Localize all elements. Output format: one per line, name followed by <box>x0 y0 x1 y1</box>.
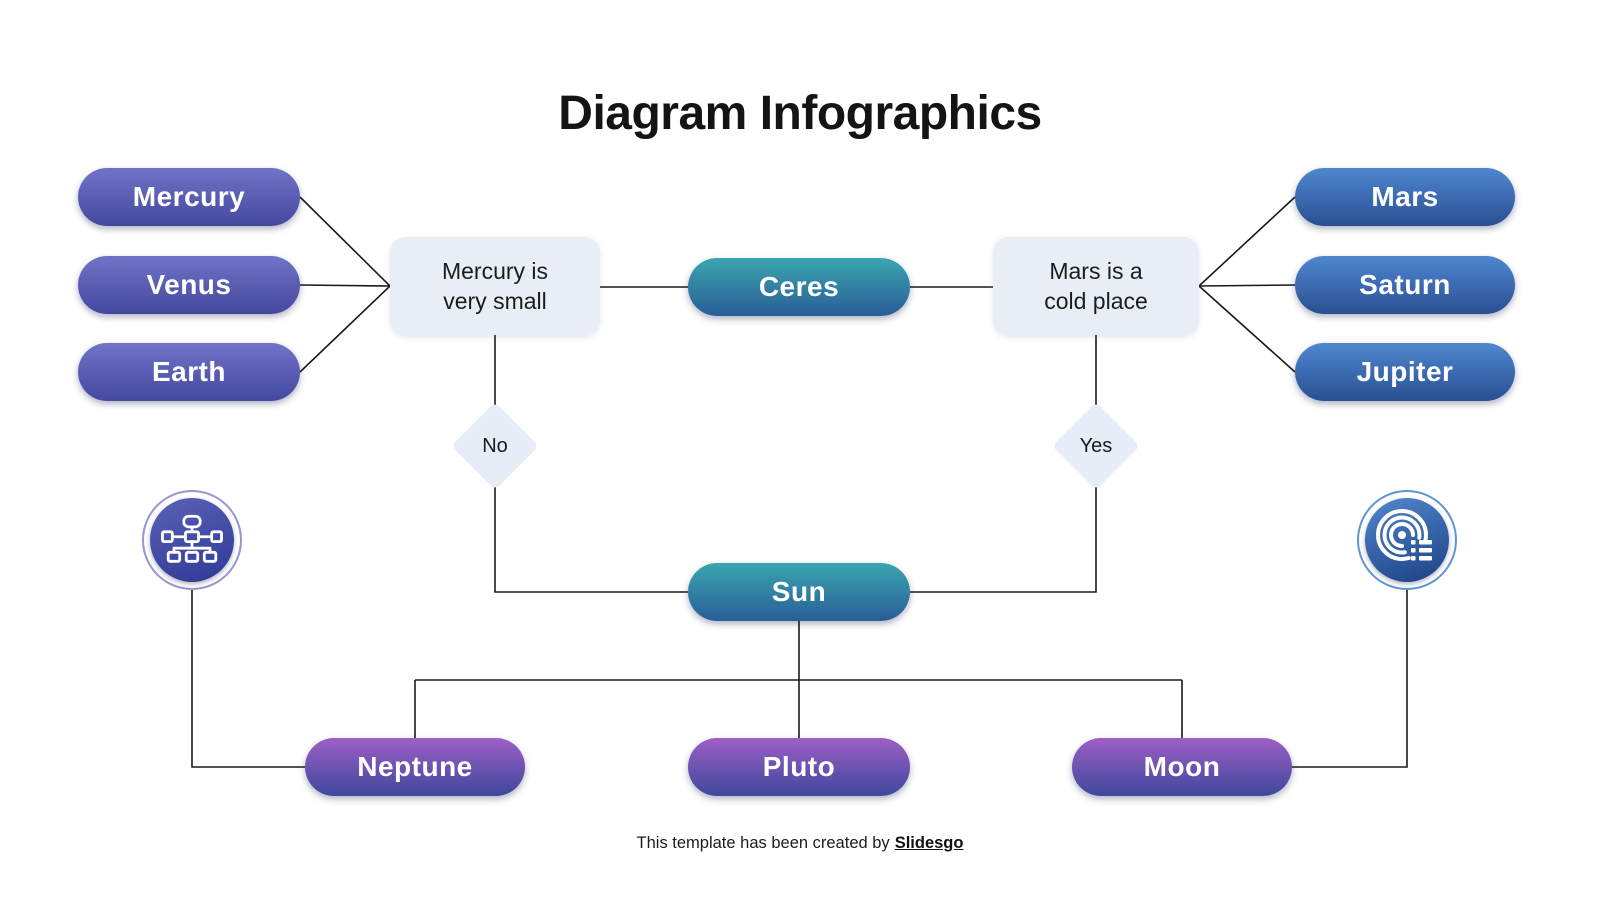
pill-jupiter-label: Jupiter <box>1356 356 1454 387</box>
pill-saturn: Saturn <box>1295 256 1515 314</box>
pill-pluto-label: Pluto <box>762 751 836 782</box>
pill-moon: Moon <box>1072 738 1292 796</box>
pill-sun-label: Sun <box>771 576 827 607</box>
pill-mercury-label: Mercury <box>132 181 246 212</box>
diamond-no: No <box>451 402 539 490</box>
decision-box-mars: Mars is a cold place <box>993 237 1199 335</box>
pill-ceres-label: Ceres <box>758 271 840 302</box>
pill-venus-label: Venus <box>146 269 232 300</box>
decision-box-mercury-text: Mercury is very small <box>441 257 549 314</box>
pill-earth-label: Earth <box>151 356 227 387</box>
pill-earth: Earth <box>78 343 300 401</box>
pill-neptune: Neptune <box>305 738 525 796</box>
diamond-yes: Yes <box>1052 402 1140 490</box>
pill-moon-label: Moon <box>1143 751 1221 782</box>
footer-credit-text: This template has been created by <box>636 834 890 852</box>
sitemap-icon <box>150 498 234 582</box>
slidesgo-link[interactable]: Slidesgo <box>894 834 964 852</box>
pill-mars-label: Mars <box>1371 181 1439 212</box>
pill-jupiter: Jupiter <box>1295 343 1515 401</box>
diamond-no-label: No <box>482 434 508 457</box>
fingerprint-list-badge <box>1357 490 1457 590</box>
fingerprint-list-icon <box>1365 498 1449 582</box>
pill-mercury: Mercury <box>78 168 300 226</box>
sitemap-badge <box>142 490 242 590</box>
pill-venus: Venus <box>78 256 300 314</box>
decision-box-mercury: Mercury is very small <box>390 237 600 335</box>
pill-saturn-label: Saturn <box>1359 269 1451 300</box>
pill-ceres: Ceres <box>688 258 910 316</box>
pill-neptune-label: Neptune <box>357 751 473 782</box>
decision-box-mars-text: Mars is a cold place <box>1044 257 1148 314</box>
page-title: Diagram Infographics <box>558 87 1042 140</box>
pill-mars: Mars <box>1295 168 1515 226</box>
pill-pluto: Pluto <box>688 738 910 796</box>
pill-sun: Sun <box>688 563 910 621</box>
diamond-yes-label: Yes <box>1079 434 1113 457</box>
